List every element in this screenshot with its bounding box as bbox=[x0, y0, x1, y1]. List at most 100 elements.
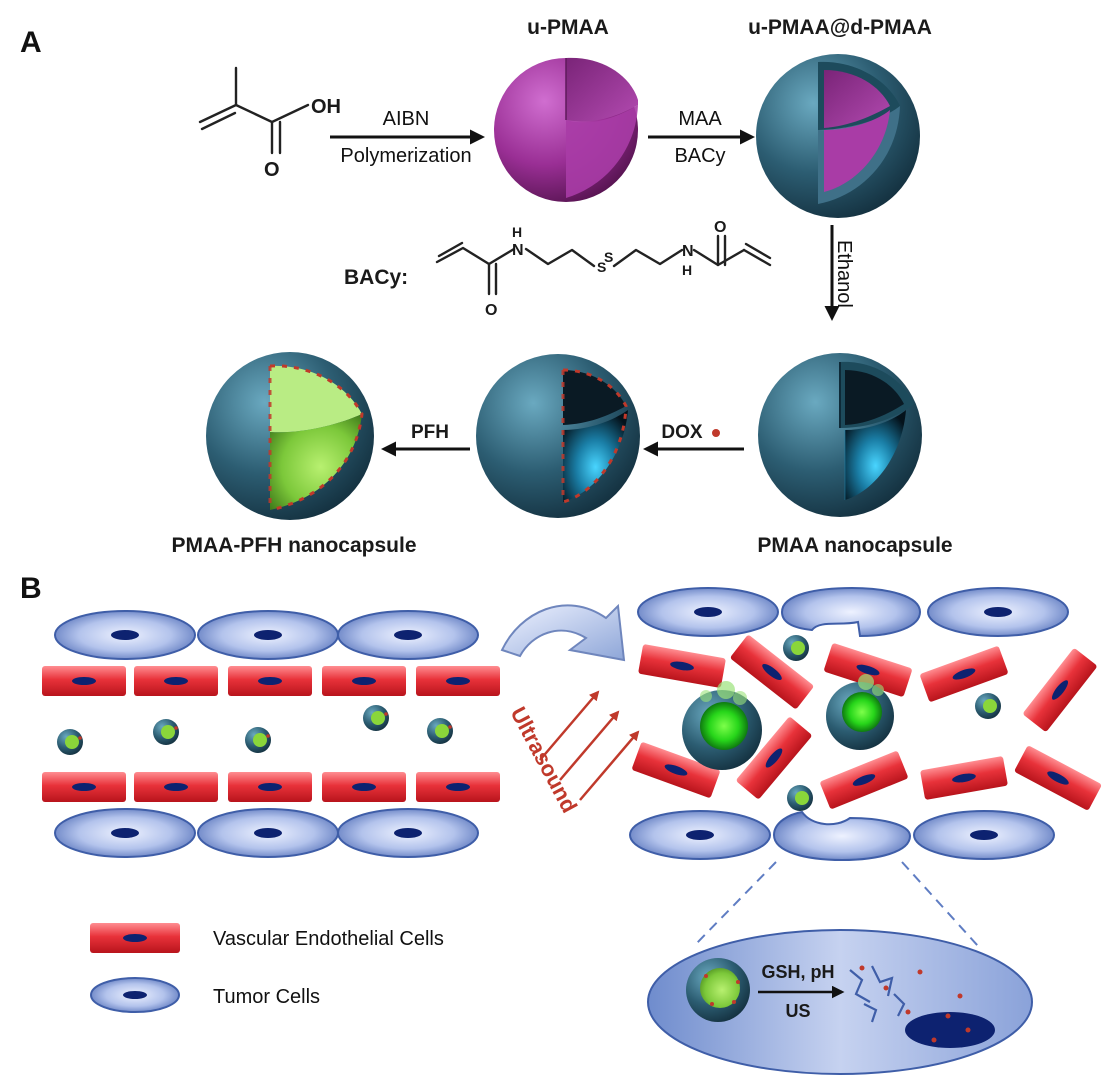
bacy-o-left: O bbox=[485, 302, 497, 319]
u-pmaa-d-pmaa-label: u-PMAA@d-PMAA bbox=[748, 16, 932, 39]
right-vessel bbox=[629, 586, 1102, 862]
bacy-s-left: S bbox=[597, 259, 606, 275]
degraded-polymer-fragments bbox=[849, 965, 906, 1023]
tumor-cell bbox=[197, 808, 339, 858]
endothelial-cell bbox=[134, 666, 218, 696]
endothelial-cell bbox=[920, 646, 1008, 702]
small-nanocapsule bbox=[975, 693, 1001, 719]
small-nanocapsule bbox=[245, 727, 271, 753]
step1-top-label: AIBN bbox=[383, 108, 430, 130]
endothelial-cell bbox=[1014, 746, 1102, 810]
tumor-cell bbox=[54, 610, 196, 660]
ruptured-tumor-cell bbox=[780, 586, 922, 638]
endothelial-cell bbox=[730, 635, 814, 709]
legend-endothelial-swatch bbox=[90, 923, 180, 953]
zoom-line-left bbox=[693, 861, 777, 947]
bacy-label: BACy: bbox=[344, 266, 408, 289]
endothelial-cell bbox=[920, 756, 1008, 800]
tumor-nanocapsules bbox=[682, 635, 1001, 811]
panel-a-letter: A bbox=[20, 26, 42, 59]
right-top-tumor-row bbox=[637, 586, 1069, 638]
tumor-cell bbox=[927, 587, 1069, 637]
endothelial-cell bbox=[228, 772, 312, 802]
left-vessel bbox=[42, 610, 500, 858]
endothelial-cell bbox=[632, 742, 720, 798]
endothelial-cell bbox=[416, 772, 500, 802]
released-dox-dots bbox=[859, 965, 971, 1043]
burst-nanocapsule bbox=[682, 681, 762, 770]
inset-nanocapsule bbox=[686, 958, 750, 1022]
tumor-cell bbox=[197, 610, 339, 660]
step2-top-label: MAA bbox=[678, 108, 722, 130]
endothelial-cell bbox=[42, 666, 126, 696]
bacy-o-right: O bbox=[714, 219, 726, 236]
tumor-cell bbox=[913, 810, 1055, 860]
left-top-endothelial-row bbox=[42, 666, 500, 696]
pmaa-pfh-nanocapsule-label: PMAA-PFH nanocapsule bbox=[171, 534, 416, 557]
core-shell-sphere bbox=[756, 54, 920, 218]
circulating-nanocapsules bbox=[57, 705, 453, 755]
tumor-cell bbox=[637, 587, 779, 637]
bacy-h-right: H bbox=[682, 262, 692, 278]
pmaa-pfh-nanocapsule-sphere bbox=[206, 352, 374, 520]
endothelial-cell bbox=[416, 666, 500, 696]
panel-b-letter: B bbox=[20, 572, 42, 605]
small-nanocapsule bbox=[783, 635, 809, 661]
tumor-cell bbox=[337, 610, 479, 660]
endothelial-cell bbox=[134, 772, 218, 802]
legend-endothelial-label: Vascular Endothelial Cells bbox=[213, 928, 444, 950]
methacrylic-acid-structure: OH O bbox=[198, 66, 341, 181]
small-nanocapsule bbox=[363, 705, 389, 731]
small-nanocapsule bbox=[153, 719, 179, 745]
right-bottom-tumor-row bbox=[629, 810, 1055, 862]
inset-bottom-label: US bbox=[785, 1001, 810, 1021]
endothelial-cell bbox=[228, 666, 312, 696]
tumor-cell bbox=[54, 808, 196, 858]
bacy-h-left: H bbox=[512, 224, 522, 240]
legend: Vascular Endothelial Cells Tumor Cells bbox=[90, 923, 444, 1013]
scattered-endothelial-cells bbox=[632, 635, 1102, 810]
ruptured-tumor-cell bbox=[772, 810, 912, 862]
left-top-tumor-row bbox=[54, 610, 479, 660]
small-nanocapsule bbox=[787, 785, 813, 811]
small-nanocapsule bbox=[427, 718, 453, 744]
curved-transition-arrow bbox=[500, 603, 626, 662]
step5-label: PFH bbox=[411, 422, 449, 443]
endothelial-cell bbox=[42, 772, 126, 802]
endothelial-cell bbox=[322, 666, 406, 696]
endothelial-cell bbox=[736, 717, 812, 799]
endothelial-cell bbox=[820, 751, 908, 809]
zoom-line-right bbox=[901, 861, 979, 947]
step3-label: Ethanol bbox=[833, 240, 855, 308]
dox-dot-icon bbox=[712, 429, 720, 437]
dox-loaded-sphere bbox=[476, 354, 640, 518]
legend-tumor-label: Tumor Cells bbox=[213, 986, 320, 1008]
ultrasound-label: Ultrasound bbox=[506, 703, 583, 817]
tumor-cell bbox=[629, 810, 771, 860]
endothelial-cell bbox=[638, 644, 726, 688]
inset-top-label: GSH, pH bbox=[761, 962, 834, 982]
u-pmaa-sphere bbox=[494, 57, 638, 202]
bacy-structure: H N S S N H O O bbox=[435, 219, 772, 319]
pmaa-nanocapsule-sphere bbox=[758, 353, 922, 517]
oh-label: OH bbox=[311, 96, 341, 118]
bacy-n-left: N bbox=[512, 242, 524, 259]
left-bottom-tumor-row bbox=[54, 808, 479, 858]
u-pmaa-label: u-PMAA bbox=[527, 16, 609, 39]
endothelial-cell bbox=[1023, 648, 1097, 732]
endothelial-cell bbox=[322, 772, 406, 802]
bacy-n-right: N bbox=[682, 243, 694, 260]
legend-tumor-swatch bbox=[90, 977, 180, 1013]
ultrasound-arrows bbox=[539, 690, 640, 801]
step2-bottom-label: BACy bbox=[674, 145, 725, 167]
step1-bottom-label: Polymerization bbox=[340, 145, 471, 167]
carbonyl-o-label: O bbox=[264, 159, 280, 181]
small-nanocapsule bbox=[57, 729, 83, 755]
step4-label: DOX bbox=[661, 422, 703, 443]
bacy-s-right: S bbox=[604, 249, 613, 265]
burst-nanocapsule bbox=[826, 674, 894, 750]
inset-tumor-cell: GSH, pH US bbox=[647, 929, 1033, 1075]
left-bottom-endothelial-row bbox=[42, 772, 500, 802]
